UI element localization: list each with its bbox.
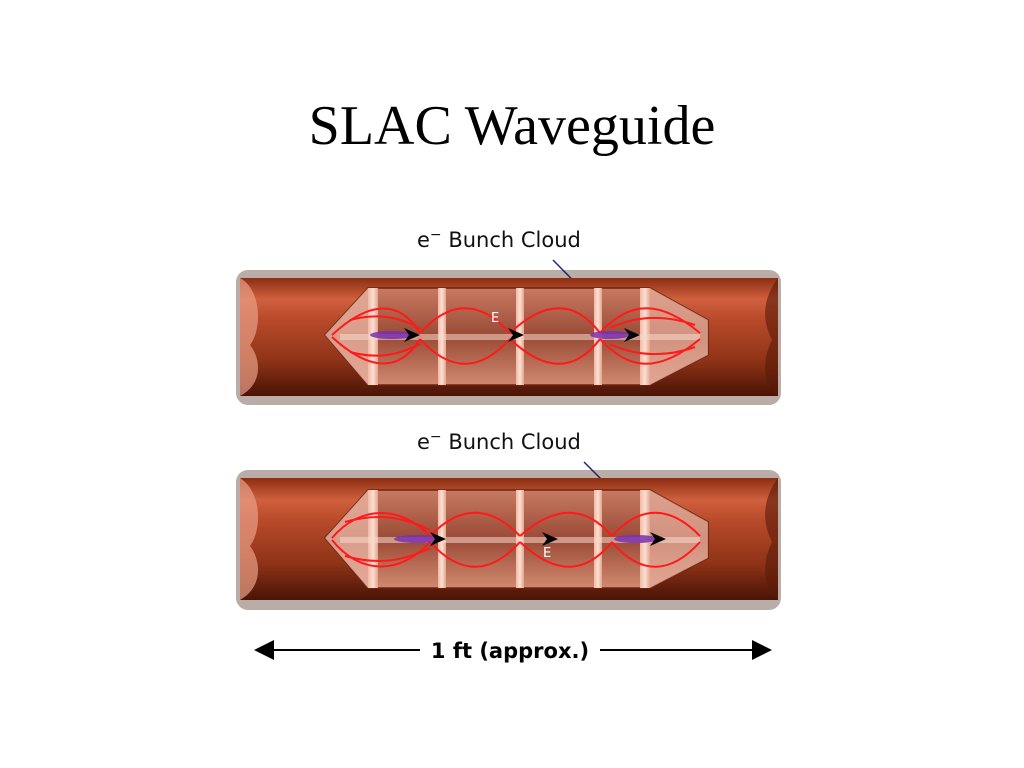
electric-field-lines [331, 511, 701, 568]
electric-field-lines [331, 307, 701, 365]
slide-title: SLAC Waveguide [308, 95, 716, 157]
bunch-cloud-label: e− Bunch Cloud [417, 429, 581, 454]
field-arrow [624, 328, 640, 342]
field-arrow [404, 328, 420, 342]
electron-bunch [394, 535, 442, 543]
bunch-cloud-label: e− Bunch Cloud [417, 227, 581, 252]
electron-bunch [614, 535, 658, 543]
waveguide-panel-top: e− Bunch Cloud [236, 227, 781, 405]
waveguide-panel-bottom: e− Bunch Cloud [236, 429, 781, 610]
electron-bunch [590, 331, 630, 339]
field-arrow [650, 532, 666, 546]
tube-left-end [240, 478, 259, 600]
field-e-label: E [543, 546, 551, 561]
field-arrow [542, 532, 558, 546]
tube-left-end [240, 278, 259, 396]
field-e-label: E [491, 311, 499, 326]
field-arrow [508, 328, 524, 342]
electron-bunch [370, 331, 414, 339]
scale-label: 1 ft (approx.) [431, 639, 589, 663]
field-arrow [430, 532, 446, 546]
scale-bar: 1 ft (approx.) [254, 639, 772, 663]
tube-right-end [765, 478, 778, 600]
tube-right-end [765, 278, 778, 396]
